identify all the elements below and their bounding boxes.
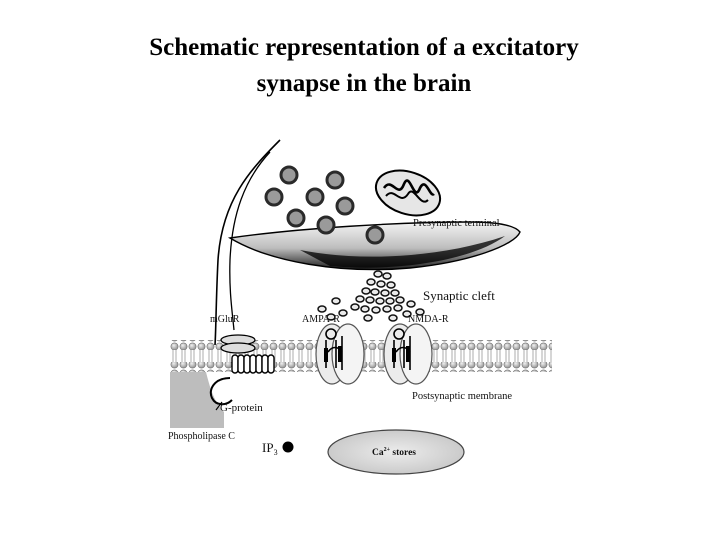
label-ip3-main: IP [262,440,274,455]
vesicle [305,187,325,207]
label-ca-rest: stores [390,448,416,458]
glutamate-molecules [317,270,425,322]
label-ca-sup: 2+ [384,447,391,453]
phospholipase-c-block [170,372,224,428]
calcium-stores [327,429,465,475]
vesicle [365,225,385,245]
label-g-protein: G-protein [220,402,263,414]
label-ip3: IP3 [262,440,278,457]
terminal-inner-shade [300,236,505,268]
mglur-receptor [220,334,275,374]
label-calcium-stores: Ca2+ stores [372,447,416,458]
mitochondrion [374,169,442,217]
axon-outline [214,139,281,346]
ip3-molecule [282,441,294,453]
ampa-receptor [315,323,365,385]
label-ca-main: Ca [372,448,384,458]
label-synaptic-cleft: Synaptic cleft [423,288,495,303]
vesicle [286,208,306,228]
title-line-2: synapse in the brain [256,70,472,97]
label-ampa-r: AMPA-R [302,314,340,325]
label-ip3-sub: 3 [274,448,278,457]
label-presynaptic-terminal: Presynaptic terminal [413,218,500,229]
vesicle [279,165,299,185]
title-line-1: Schematic representation of a excitatory [149,34,579,61]
vesicle [325,170,345,190]
label-phospholipase-c: Phospholipase C [168,431,235,442]
vesicle [264,187,284,207]
label-nmda-r: NMDA-R [408,314,449,325]
nmda-receptor [383,323,433,385]
slide-title: Schematic representation of a excitatory… [0,30,728,102]
vesicle [316,215,336,235]
g-protein [209,377,233,411]
vesicle-group [264,165,385,245]
vesicle [335,196,355,216]
label-postsynaptic-membrane: Postsynaptic membrane [412,391,512,402]
label-mglur: mGluR [210,314,240,325]
